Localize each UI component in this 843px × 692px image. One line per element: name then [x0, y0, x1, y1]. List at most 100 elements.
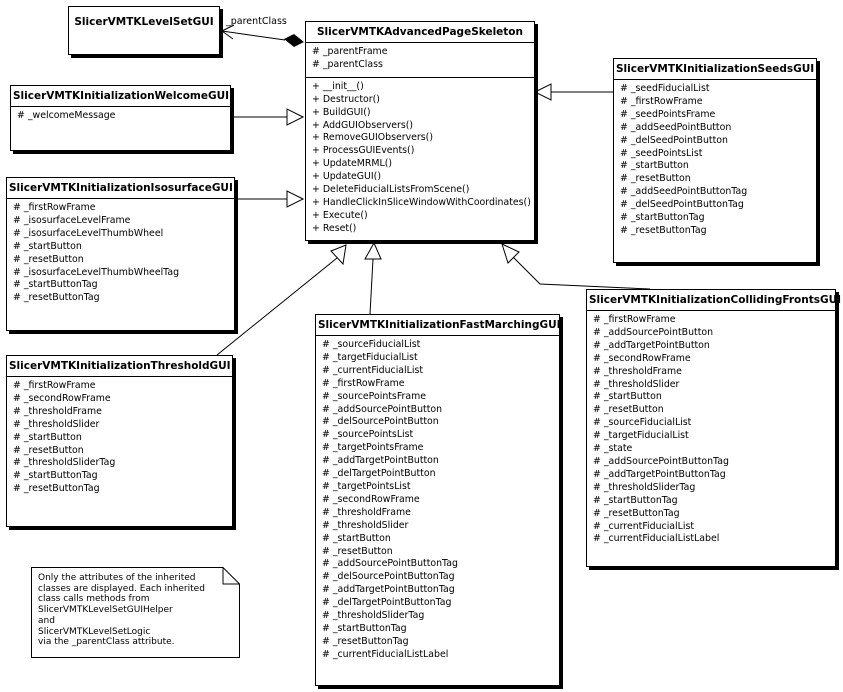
method: + BuildGUI(): [312, 106, 371, 118]
attribute: # _resetButton: [13, 253, 84, 265]
inheritance-threshold: [216, 244, 347, 356]
method: + RemoveGUIObservers(): [312, 132, 433, 144]
attribute: # _sourcePointsList: [322, 429, 414, 441]
attribute: # _addTargetPointButton: [593, 339, 710, 351]
inheritance-fastmarching: [364, 241, 382, 315]
attribute: # _thresholdFrame: [13, 405, 102, 417]
attribute: # _startButtonTag: [620, 212, 705, 224]
note-line: and: [38, 615, 55, 626]
attribute: # _resetButtonTag: [13, 292, 100, 304]
attribute: # _addTargetPointButtonTag: [322, 584, 455, 596]
attribute: # _seedFiducialList: [620, 83, 710, 94]
class-name: SlicerVMTKInitializationFastMarchingGUI: [316, 315, 561, 336]
attribute: # _sourcePointsFrame: [322, 390, 427, 402]
association-parentclass: [221, 24, 304, 47]
note-line: SlicerVMTKLevelSetGUIHelper: [38, 605, 173, 616]
attribute: # _thresholdFrame: [322, 506, 411, 518]
attribute: # _isosurfaceLevelThumbWheelTag: [13, 266, 180, 278]
attribute: # _resetButton: [593, 404, 664, 416]
attribute: # _delTargetPointButton: [322, 468, 436, 480]
attribute: # _addSourcePointButton: [593, 326, 714, 338]
composition-diamond: [284, 34, 304, 47]
attribute: # _targetFiducialList: [322, 351, 418, 363]
inheritance-isosurface: [235, 190, 305, 208]
attribute: # _isosurfaceLevelFrame: [13, 214, 131, 226]
class-isosurface-gui[interactable]: SlicerVMTKInitializationIsosurfaceGUI # …: [6, 177, 235, 331]
method: + __init__(): [312, 80, 364, 92]
note-shape: [31, 567, 240, 658]
method: + ProcessGUIEvents(): [312, 145, 415, 157]
note-line: class calls methods from: [38, 594, 150, 605]
class-advanced-page-skeleton[interactable]: SlicerVMTKAdvancedPageSkeleton # _parent…: [305, 21, 535, 241]
attribute: # _delSeedPointButton: [620, 134, 728, 146]
attribute: # _delTargetPointButtonTag: [322, 597, 452, 609]
attribute: # _thresholdSlider: [13, 418, 100, 430]
method: + AddGUIObservers(): [312, 119, 414, 131]
attribute: # _resetButtonTag: [620, 224, 707, 236]
attribute: # _firstRowFrame: [322, 377, 405, 389]
attribute: # _delSourcePointButtonTag: [322, 571, 455, 583]
method: + Reset(): [312, 222, 357, 234]
attribute: # _sourceFiducialList: [593, 417, 692, 429]
attribute: # _addTargetPointButtonTag: [593, 468, 726, 480]
class-fastmarching-gui[interactable]: SlicerVMTKInitializationFastMarchingGUI …: [315, 314, 561, 686]
attribute: # _startButtonTag: [13, 470, 98, 482]
attribute: # _firstRowFrame: [593, 314, 676, 325]
attribute: # _targetPointsList: [322, 480, 411, 492]
class-welcome-gui[interactable]: SlicerVMTKInitializationWelcomeGUI # _we…: [10, 85, 231, 151]
attribute: # _startButtonTag: [13, 279, 98, 291]
attributes-compartment: # _firstRowFrame # _isosurfaceLevelFrame…: [7, 199, 234, 310]
attribute: # _resetButton: [322, 545, 393, 557]
inheritance-seeds: [533, 83, 613, 101]
attribute: # _seedPointsList: [620, 147, 703, 159]
class-threshold-gui[interactable]: SlicerVMTKInitializationThresholdGUI # _…: [6, 355, 233, 527]
method: + DeleteFiducialListsFromScene(): [312, 184, 470, 196]
attribute: # _addTargetPointButton: [322, 455, 439, 467]
attribute: # _delSourcePointButton: [322, 416, 439, 428]
attributes-compartment: # _firstRowFrame # _addSourcePointButton…: [587, 311, 835, 551]
note-line: Only the attributes of the inherited: [38, 573, 196, 583]
attributes-compartment: # _parentFrame # _parentClass: [306, 43, 534, 77]
attribute: # _resetButtonTag: [593, 507, 680, 519]
attribute: # _firstRowFrame: [620, 95, 703, 107]
attribute: # _startButton: [13, 431, 82, 443]
attribute: # _startButtonTag: [322, 622, 407, 634]
class-levelset-gui[interactable]: SlicerVMTKLevelSetGUI: [68, 6, 220, 55]
note-line: classes are displayed. Each inherited: [38, 583, 205, 594]
attribute: # _firstRowFrame: [13, 202, 96, 213]
method: + Execute(): [312, 209, 368, 221]
attribute: # _secondRowFrame: [322, 493, 420, 505]
attribute: # _thresholdFrame: [593, 365, 682, 377]
class-seeds-gui[interactable]: SlicerVMTKInitializationSeedsGUI # _seed…: [613, 58, 817, 263]
attribute: # _startButton: [593, 391, 662, 403]
class-collidingfronts-gui[interactable]: SlicerVMTKInitializationCollidingFrontsG…: [586, 289, 841, 567]
attribute: # _seedPointsFrame: [620, 108, 716, 120]
note-line: via the _parentClass attribute.: [38, 637, 175, 648]
attribute: # _thresholdSliderTag: [593, 481, 696, 493]
attribute: # _welcomeMessage: [17, 110, 116, 121]
attribute: # _delSeedPointButtonTag: [620, 199, 744, 211]
attribute: # _isosurfaceLevelThumbWheel: [13, 227, 164, 239]
attribute: # _secondRowFrame: [13, 392, 111, 404]
attribute: # _state: [593, 443, 633, 455]
method: + Destructor(): [312, 93, 380, 105]
class-name: SlicerVMTKInitializationWelcomeGUI: [11, 86, 230, 107]
note-text: Only the attributes of the inherited cla…: [38, 573, 205, 648]
attribute: # _addSeedPointButton: [620, 121, 732, 133]
class-name: SlicerVMTKInitializationIsosurfaceGUI: [7, 178, 234, 199]
attribute: # _parentClass: [312, 58, 383, 70]
attribute: # _currentFiducialListLabel: [322, 648, 449, 660]
methods-compartment: + __init__() + Destructor() + BuildGUI()…: [306, 76, 534, 241]
attribute: # _currentFiducialList: [322, 364, 424, 376]
inheritance-colliding: [501, 243, 651, 290]
class-name: SlicerVMTKAdvancedPageSkeleton: [306, 22, 534, 43]
method: + UpdateGUI(): [312, 171, 381, 183]
attribute: # _addSourcePointButtonTag: [593, 455, 729, 467]
attribute: # _secondRowFrame: [593, 352, 691, 364]
attribute: # _startButton: [322, 532, 391, 544]
attribute: # _startButton: [620, 160, 689, 172]
attribute: # _addSeedPointButtonTag: [620, 186, 748, 198]
attribute: # _thresholdSlider: [322, 519, 409, 531]
note-line: SlicerVMTKLevelSetLogic: [38, 626, 151, 637]
